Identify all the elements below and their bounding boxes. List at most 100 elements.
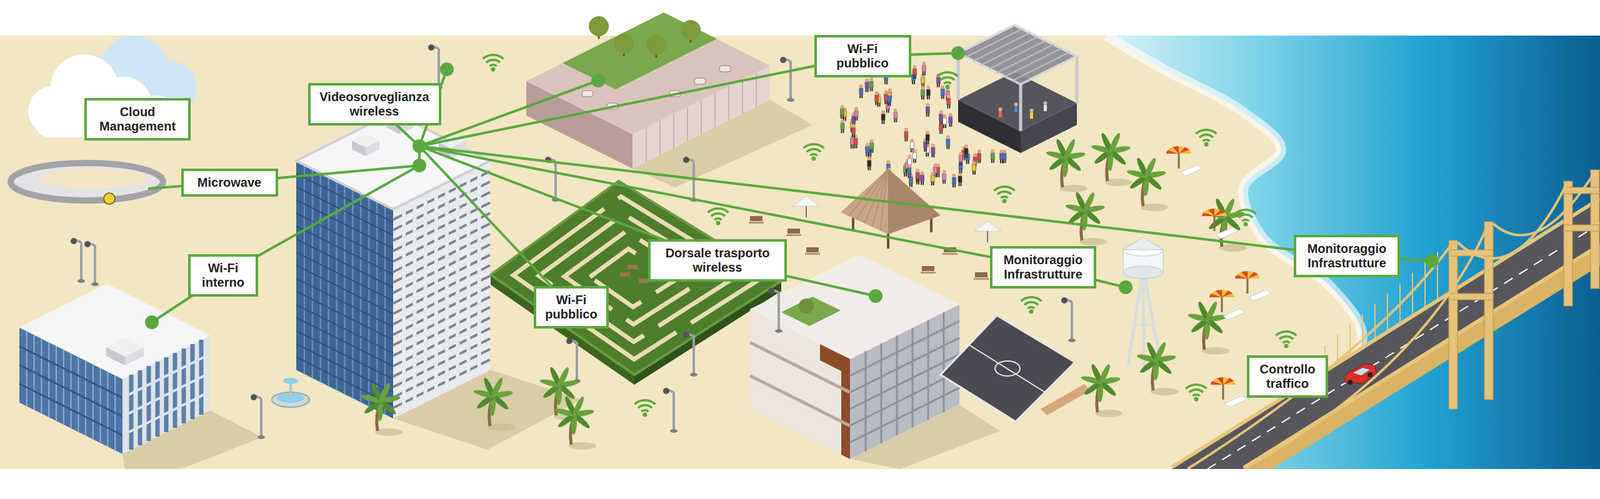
- street-lamp: [554, 161, 557, 200]
- garden-building: [694, 78, 706, 85]
- crowd: [958, 151, 963, 156]
- crowd: [913, 68, 917, 75]
- palm-tree: [489, 376, 505, 400]
- office-tower: [393, 171, 490, 220]
- crowd: [887, 96, 892, 103]
- crowd: [925, 130, 930, 135]
- office-tower: [296, 305, 394, 354]
- crowd: [907, 158, 912, 165]
- suspension-bridge: [1361, 314, 1364, 347]
- label-text: Controllo traffico: [1256, 362, 1319, 392]
- office-tower: [296, 239, 394, 289]
- wifi-icon: [811, 156, 817, 162]
- antenna-dot: [440, 62, 454, 77]
- wifi-icon: [802, 143, 825, 150]
- office-tower: [393, 307, 490, 357]
- beach-hut: [787, 228, 800, 234]
- garden-building: [673, 113, 675, 149]
- crowd: [865, 82, 869, 89]
- office-tower: [434, 188, 439, 398]
- suspension-bridge: [1349, 325, 1351, 355]
- suspension-bridge: [1448, 240, 1458, 410]
- office-tower: [296, 291, 394, 341]
- label-box: Dorsale trasporto wireless: [648, 239, 787, 282]
- palm-tree: [1140, 203, 1169, 212]
- crowd: [925, 134, 930, 141]
- beach-hut: [942, 253, 958, 255]
- street-lamp: [84, 241, 91, 248]
- beach-umbrella: [1224, 396, 1247, 408]
- antenna-dot: [412, 139, 427, 154]
- concert-stage: [1014, 102, 1019, 107]
- crowd: [904, 127, 909, 132]
- palm-tree: [555, 366, 571, 389]
- wifi-icon: [809, 153, 819, 157]
- beach-umbrella: [1247, 275, 1260, 279]
- label-text: Wi-Fi pubblico: [543, 293, 599, 322]
- beach-hut: [806, 247, 819, 253]
- network-link: [148, 53, 1432, 323]
- wifi-icon: [940, 76, 956, 81]
- concert-stage: [981, 36, 1039, 65]
- palm-tree: [1060, 185, 1088, 193]
- water-tower: [1123, 237, 1164, 372]
- concert-stage: [1019, 84, 1023, 132]
- crowd: [869, 77, 874, 82]
- wifi-icon: [996, 190, 1013, 195]
- crowd: [854, 106, 859, 111]
- street-lamp: [777, 292, 780, 332]
- car: [1367, 372, 1373, 378]
- wifi-icon: [1026, 306, 1036, 310]
- crowd: [939, 110, 944, 115]
- suspension-bridge: [1424, 262, 1426, 308]
- suspension-bridge: [1374, 304, 1376, 340]
- office-tower: [393, 223, 490, 273]
- palm-tree: [1221, 197, 1237, 220]
- office-tower: [351, 133, 380, 148]
- crowd: [915, 168, 920, 173]
- office-tower: [296, 265, 394, 315]
- hedge-maze: [620, 272, 630, 277]
- crowd: [869, 81, 874, 88]
- garden-building: [719, 65, 731, 72]
- garden-building: [680, 20, 701, 40]
- crowd: [881, 114, 885, 121]
- street-lamp: [692, 336, 695, 375]
- garden-building: [686, 106, 689, 142]
- wifi-icon: [1020, 296, 1042, 303]
- suspension-bridge: [1563, 225, 1600, 232]
- garden-building: [562, 12, 717, 90]
- page-band: [0, 469, 1600, 499]
- modern-building: [850, 338, 960, 394]
- concert-stage: [1030, 112, 1034, 119]
- office-tower: [296, 213, 394, 262]
- street-lamp: [257, 435, 265, 440]
- office-tower: [296, 344, 394, 394]
- crowd: [973, 153, 977, 157]
- suspension-bridge: [1411, 273, 1414, 316]
- beach-umbrella: [1221, 296, 1224, 313]
- crowd: [865, 146, 870, 154]
- label-text: Videosorveglianza wireless: [318, 90, 432, 119]
- concert-stage: [966, 28, 1023, 57]
- beach-umbrella: [1208, 208, 1215, 217]
- crowd: [965, 153, 970, 160]
- crowd: [920, 89, 925, 96]
- ground: [0, 35, 1600, 470]
- wifi-icon: [643, 413, 648, 418]
- crowd: [951, 173, 956, 178]
- palm-tree: [1203, 300, 1219, 324]
- garden-building: [588, 16, 609, 37]
- crowd: [926, 89, 930, 96]
- crowd: [958, 155, 963, 162]
- glass-building: [19, 284, 210, 455]
- label-text: Dorsale trasporto wireless: [658, 246, 777, 275]
- hedge-maze: [638, 278, 649, 284]
- glass-building: [19, 284, 210, 380]
- palm-tree: [1219, 244, 1247, 252]
- concert-stage: [1043, 105, 1047, 112]
- beach-umbrella: [1213, 215, 1216, 232]
- crowd: [964, 144, 969, 149]
